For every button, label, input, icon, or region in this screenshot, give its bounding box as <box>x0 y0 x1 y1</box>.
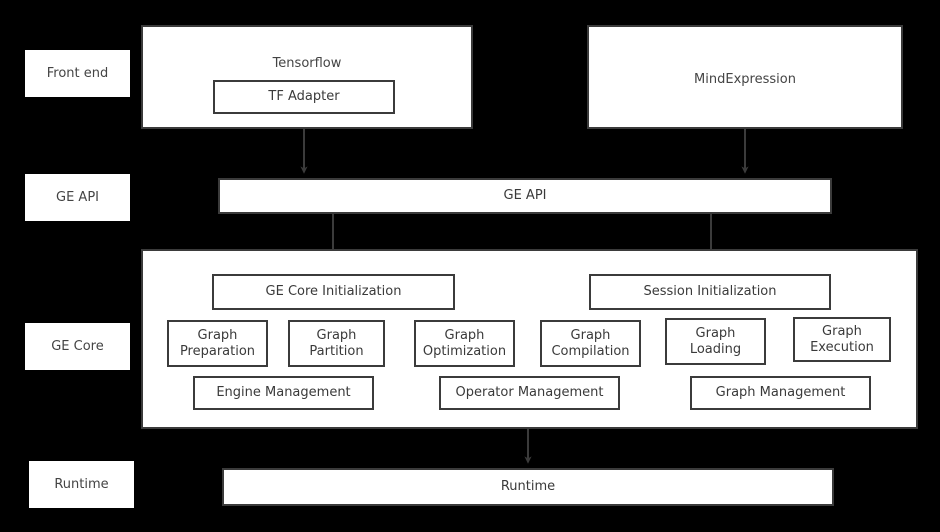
mindexpression-title: MindExpression <box>694 72 796 87</box>
runtime-bar[interactable]: Runtime <box>222 468 834 506</box>
session-initialization-box[interactable]: Session Initialization <box>589 274 831 310</box>
module-graph-execution[interactable]: Graph Execution <box>793 317 891 362</box>
manager-operator-management[interactable]: Operator Management <box>439 376 620 410</box>
tensorflow-title: Tensorflow <box>272 56 342 71</box>
ge-api-bar[interactable]: GE API <box>218 178 832 214</box>
tf-adapter-box[interactable]: TF Adapter <box>213 80 395 114</box>
stage-label-ge-core: GE Core <box>25 323 130 370</box>
stage-label-ge-api: GE API <box>25 174 130 221</box>
ge-core-initialization-box[interactable]: GE Core Initialization <box>212 274 455 310</box>
module-graph-optimization[interactable]: Graph Optimization <box>414 320 515 367</box>
stage-label-runtime: Runtime <box>29 461 134 508</box>
frontend-mindexpression-frame: MindExpression <box>587 25 903 129</box>
manager-graph-management[interactable]: Graph Management <box>690 376 871 410</box>
module-graph-loading[interactable]: Graph Loading <box>665 318 766 365</box>
module-graph-partition[interactable]: Graph Partition <box>288 320 385 367</box>
module-graph-preparation[interactable]: Graph Preparation <box>167 320 268 367</box>
stage-label-front-end: Front end <box>25 50 130 97</box>
module-graph-compilation[interactable]: Graph Compilation <box>540 320 641 367</box>
manager-engine-management[interactable]: Engine Management <box>193 376 374 410</box>
